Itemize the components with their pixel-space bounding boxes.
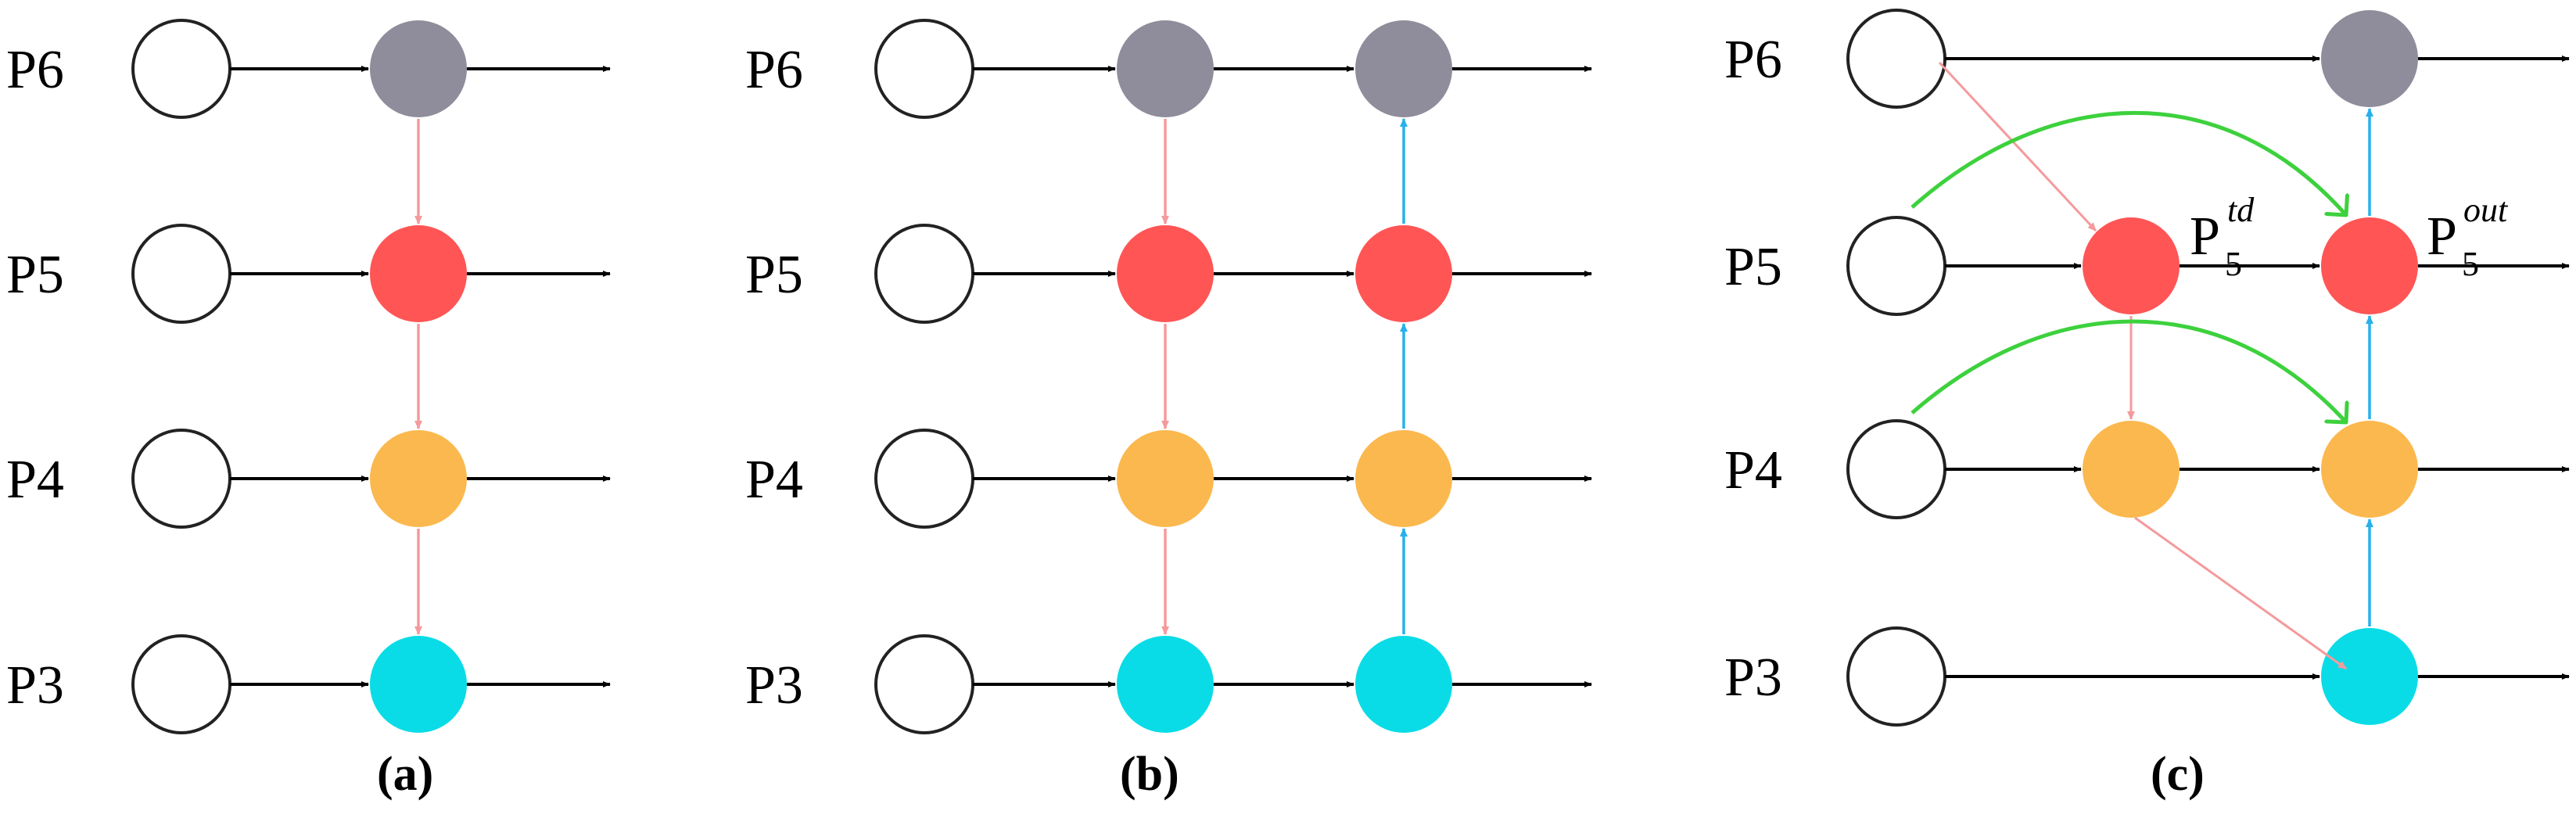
level-label-p3: P3 xyxy=(1724,648,1782,708)
input-node-p4 xyxy=(874,429,974,529)
level-label-p5: P5 xyxy=(1724,237,1782,297)
top-down-node-p5 xyxy=(1117,225,1214,322)
caption-b: (b) xyxy=(1120,748,1179,801)
fused-node-p6 xyxy=(370,20,467,117)
annotation-p5-out-sub: 5 xyxy=(2462,245,2479,283)
bottom-up-node-p6 xyxy=(1355,20,1452,117)
top-down-arrow-p6 xyxy=(1938,61,2097,232)
annotation-p5-out-sup: out xyxy=(2463,191,2509,229)
level-label-p5: P5 xyxy=(745,245,803,305)
bottom-up-node-p4 xyxy=(1355,430,1452,527)
annotation-p5-td-sub: 5 xyxy=(2225,245,2242,283)
input-node-p4 xyxy=(1846,419,1946,519)
input-node-p6 xyxy=(131,19,231,119)
input-node-p5 xyxy=(1846,216,1946,316)
top-down-node-p3 xyxy=(1117,636,1214,733)
caption-a: (a) xyxy=(377,748,433,801)
input-node-p6 xyxy=(874,19,974,119)
level-label-p4: P4 xyxy=(1724,440,1782,501)
input-node-p3 xyxy=(131,634,231,734)
input-node-p6 xyxy=(1846,9,1946,109)
fused-node-p5 xyxy=(370,225,467,322)
annotation-p5-td-sup: td xyxy=(2227,191,2255,229)
level-label-p6: P6 xyxy=(6,40,64,100)
level-label-p4: P4 xyxy=(745,450,803,510)
top-down-node-p4 xyxy=(1117,430,1214,527)
level-label-p6: P6 xyxy=(1724,30,1782,90)
annotation-p5-out-base: P xyxy=(2427,206,2457,267)
input-node-p3 xyxy=(874,634,974,734)
level-label-p5: P5 xyxy=(6,245,64,305)
level-label-p4: P4 xyxy=(6,450,64,510)
output-node-p6 xyxy=(2321,10,2418,107)
caption-c: (c) xyxy=(2151,748,2205,801)
top-down-node-p5 xyxy=(2083,217,2180,314)
top-down-arrow-p4 xyxy=(2134,516,2347,670)
level-label-p6: P6 xyxy=(745,40,803,100)
top-down-node-p4 xyxy=(2083,421,2180,518)
top-down-node-p6 xyxy=(1117,20,1214,117)
bottom-up-node-p3 xyxy=(1355,636,1452,733)
fused-node-p3 xyxy=(370,636,467,733)
input-node-p3 xyxy=(1846,626,1946,727)
input-node-p5 xyxy=(874,224,974,324)
output-node-p4 xyxy=(2321,421,2418,518)
input-node-p5 xyxy=(131,224,231,324)
bottom-up-node-p5 xyxy=(1355,225,1452,322)
level-label-p3: P3 xyxy=(6,655,64,716)
level-label-p3: P3 xyxy=(745,655,803,716)
output-node-p3 xyxy=(2321,628,2418,725)
input-node-p4 xyxy=(131,429,231,529)
annotation-p5-td-base: P xyxy=(2190,206,2220,267)
skip-connection-arrow-p5 xyxy=(1910,110,2346,215)
skip-connection-arrow-p4 xyxy=(1910,319,2346,422)
fused-node-p4 xyxy=(370,430,467,527)
output-node-p5 xyxy=(2321,217,2418,314)
